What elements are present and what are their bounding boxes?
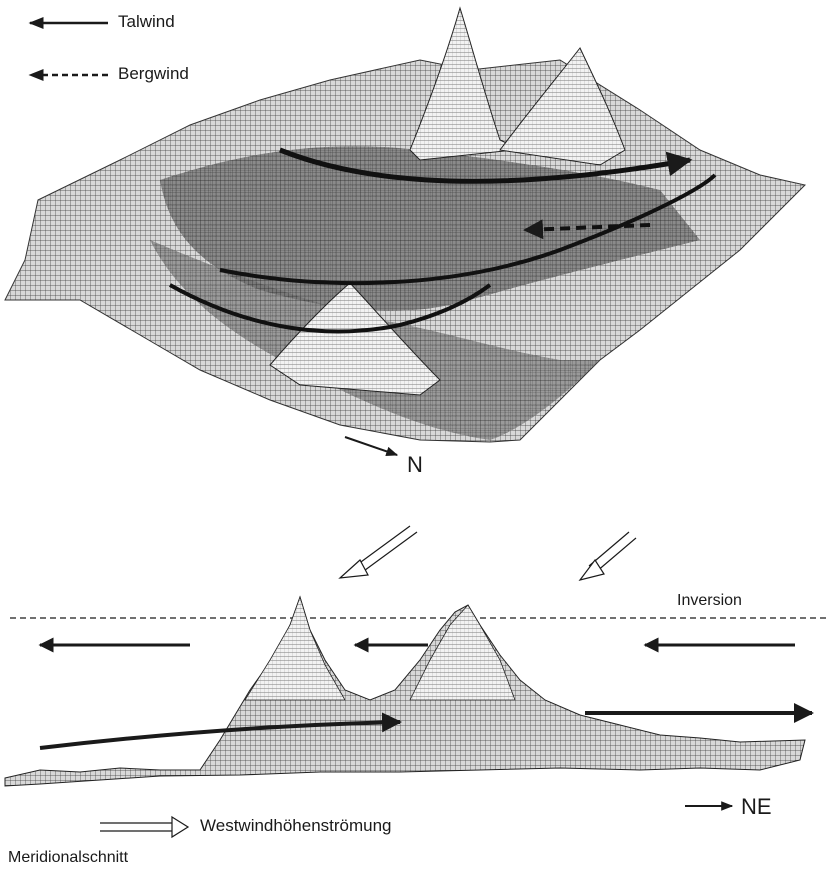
ne-label: NE bbox=[741, 794, 772, 820]
talwind-label: Talwind bbox=[118, 12, 175, 32]
inversion-label: Inversion bbox=[677, 592, 742, 610]
westwind-label: Westwindhöhenströmung bbox=[200, 816, 392, 836]
legend bbox=[30, 23, 108, 75]
ridge-profile bbox=[5, 597, 805, 786]
north-label: N bbox=[407, 452, 423, 478]
section-view bbox=[5, 526, 828, 837]
section-label: Meridionalschnitt bbox=[8, 849, 128, 867]
westwind-arrow-right bbox=[580, 532, 636, 580]
bergwind-label: Bergwind bbox=[118, 64, 189, 84]
north-arrow bbox=[345, 437, 397, 455]
peak-left-section bbox=[245, 597, 345, 700]
westwind-arrow-left bbox=[340, 526, 417, 578]
westwind-legend-arrow bbox=[100, 817, 188, 837]
